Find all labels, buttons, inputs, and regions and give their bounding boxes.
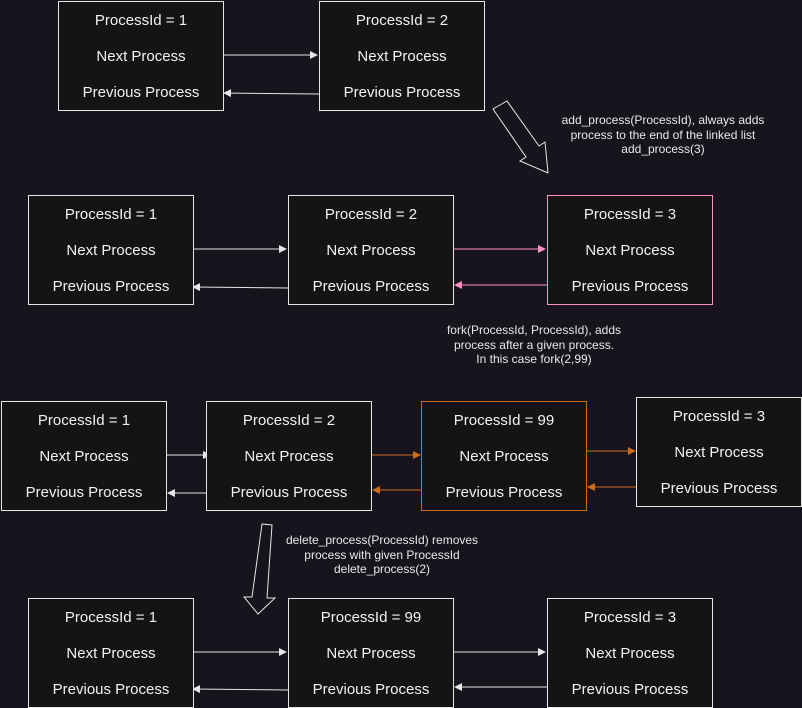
process-node-2-row1: ProcessId = 2 Next Process Previous Proc… [319,1,485,111]
edge-r1-prev-2-1 [223,89,320,98]
delete-process-note: delete_process(ProcessId) removes proces… [277,533,487,577]
process-node-99-row4: ProcessId = 99 Next Process Previous Pro… [288,598,454,708]
note-line: fork(ProcessId, ProcessId), adds [446,323,622,337]
process-id-label: ProcessId = 3 [672,408,766,425]
next-process-label: Next Process [585,645,675,662]
process-id-label: ProcessId = 1 [64,206,158,223]
process-id-label: ProcessId = 2 [324,206,418,223]
process-id-label: ProcessId = 3 [583,206,677,223]
previous-process-label: Previous Process [82,84,200,101]
process-node-99-row3: ProcessId = 99 Next Process Previous Pro… [421,401,587,511]
process-id-label: ProcessId = 99 [453,412,555,429]
next-process-label: Next Process [326,242,416,259]
process-node-3-row2: ProcessId = 3 Next Process Previous Proc… [547,195,713,305]
transition-arrow-delete [242,523,277,615]
note-line: delete_process(ProcessId) removes [285,533,479,547]
add-process-note: add_process(ProcessId), always adds proc… [558,113,768,157]
process-id-label: ProcessId = 2 [355,12,449,29]
process-id-label: ProcessId = 1 [64,609,158,626]
next-process-label: Next Process [326,645,416,662]
note-line: process with given ProcessId [304,547,460,562]
process-node-3-row3: ProcessId = 3 Next Process Previous Proc… [636,397,802,507]
note-line: process after a given process. [453,337,615,352]
fork-note: fork(ProcessId, ProcessId), adds process… [429,323,639,367]
note-line: add_process(ProcessId), always adds [561,113,765,127]
next-process-label: Next Process [244,448,334,465]
process-node-1-row2: ProcessId = 1 Next Process Previous Proc… [28,195,194,305]
process-node-2-row3: ProcessId = 2 Next Process Previous Proc… [206,401,372,511]
previous-process-label: Previous Process [571,278,689,295]
previous-process-label: Previous Process [571,681,689,698]
edge-r2-prev-2-1 [192,283,289,292]
next-process-label: Next Process [39,448,129,465]
previous-process-label: Previous Process [312,681,430,698]
next-process-label: Next Process [585,242,675,259]
next-process-label: Next Process [66,645,156,662]
process-node-1-row3: ProcessId = 1 Next Process Previous Proc… [1,401,167,511]
process-node-1-row1: ProcessId = 1 Next Process Previous Proc… [58,1,224,111]
previous-process-label: Previous Process [660,480,778,497]
previous-process-label: Previous Process [343,84,461,101]
previous-process-label: Previous Process [25,484,143,501]
next-process-label: Next Process [96,48,186,65]
next-process-label: Next Process [357,48,447,65]
process-id-label: ProcessId = 3 [583,609,677,626]
process-id-label: ProcessId = 1 [94,12,188,29]
transition-arrow-add [492,100,549,174]
next-process-label: Next Process [674,444,764,461]
process-id-label: ProcessId = 2 [242,412,336,429]
process-node-1-row4: ProcessId = 1 Next Process Previous Proc… [28,598,194,708]
process-node-2-row2: ProcessId = 2 Next Process Previous Proc… [288,195,454,305]
next-process-label: Next Process [66,242,156,259]
process-id-label: ProcessId = 1 [37,412,131,429]
note-line: In this case fork(2,99) [476,352,592,366]
previous-process-label: Previous Process [52,278,170,295]
previous-process-label: Previous Process [312,278,430,295]
edge-r4-prev-99-1 [192,685,289,694]
note-line: add_process(3) [621,142,705,156]
process-node-3-row4: ProcessId = 3 Next Process Previous Proc… [547,598,713,708]
previous-process-label: Previous Process [445,484,563,501]
process-id-label: ProcessId = 99 [320,609,422,626]
next-process-label: Next Process [459,448,549,465]
note-line: process to the end of the linked list [570,127,756,142]
previous-process-label: Previous Process [230,484,348,501]
previous-process-label: Previous Process [52,681,170,698]
note-line: delete_process(2) [333,562,431,576]
